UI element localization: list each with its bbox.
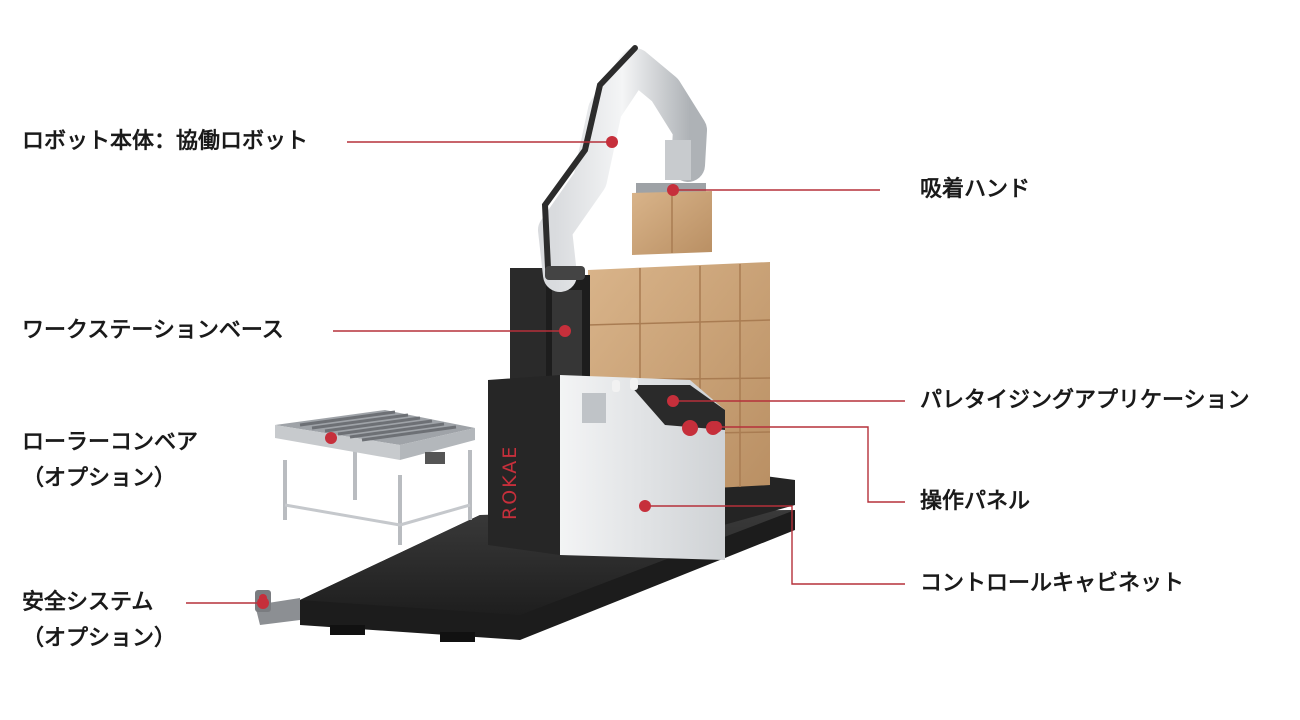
dot-palletizing-app	[667, 395, 679, 407]
label-safety-system: 安全システム （オプション）	[22, 585, 176, 657]
dot-control-cabinet	[639, 500, 651, 512]
dot-roller-conveyor	[325, 432, 337, 444]
leader-control-cabinet	[645, 505, 905, 585]
dot-workstation-base	[559, 325, 571, 337]
leader-control-panel	[716, 426, 905, 503]
label-safety-system-title: 安全システム	[22, 590, 154, 615]
dot-suction-hand	[667, 184, 679, 196]
dot-safety-system	[257, 597, 269, 609]
label-robot-body: ロボット本体：協働ロボット	[22, 129, 309, 154]
dot-robot-body	[606, 136, 618, 148]
roller-conveyor	[275, 410, 475, 545]
workstation-column	[510, 268, 590, 385]
label-safety-system-note: （オプション）	[22, 626, 177, 651]
brand-logo: ROKAE	[499, 445, 521, 520]
picked-box	[632, 191, 712, 255]
label-roller-conveyor-note: （オプション）	[22, 466, 177, 491]
label-suction-hand: 吸着ハンド	[920, 177, 1031, 202]
control-cabinet	[488, 375, 725, 560]
label-palletizing-app: パレタイジングアプリケーション	[920, 388, 1250, 413]
label-roller-conveyor-title: ローラーコンベア	[22, 430, 199, 455]
label-workstation-base: ワークステーションベース	[22, 318, 284, 343]
leader-lines	[186, 141, 905, 604]
dot-control-panel	[710, 421, 722, 433]
leader-dots	[257, 136, 722, 609]
label-control-cabinet: コントロールキャビネット	[920, 571, 1185, 596]
label-control-panel: 操作パネル	[920, 489, 1031, 514]
label-roller-conveyor: ローラーコンベア （オプション）	[22, 425, 198, 497]
